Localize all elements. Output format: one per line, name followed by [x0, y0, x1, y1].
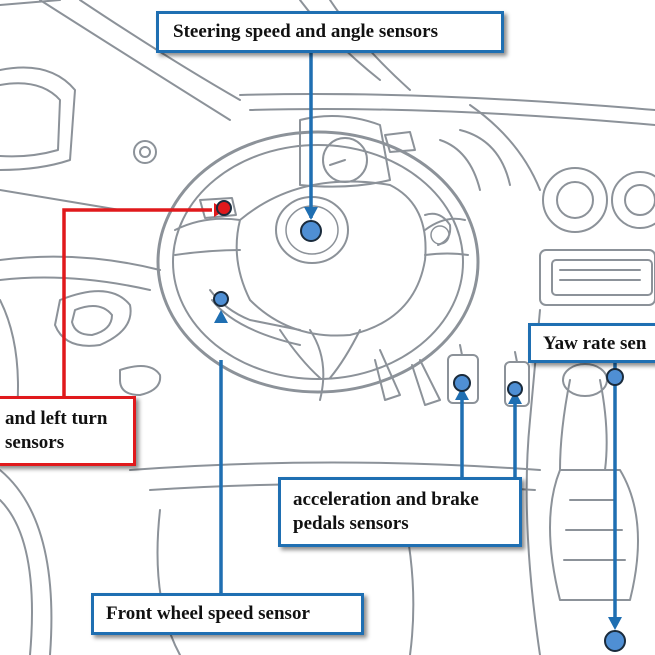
brake-arrowhead: [508, 391, 522, 404]
yaw-arrowhead: [608, 617, 622, 630]
front-wheel-arrowhead: [214, 310, 228, 323]
front-wheel-speed-text: Front wheel speed sensor: [106, 603, 310, 624]
steering-arrowhead: [304, 207, 318, 220]
callout-lines: [62, 52, 617, 625]
yaw-sensor-dot-bottom: [604, 630, 626, 652]
front-wheel-speed-label: Front wheel speed sensor: [91, 593, 364, 635]
turn-sensors-label: and left turn sensors: [0, 396, 136, 466]
steering-sensors-text: Steering speed and angle sensors: [173, 21, 438, 42]
front-wheel-sensor-dot: [213, 291, 229, 307]
steering-sensor-dot: [300, 220, 322, 242]
steering-wheel: [156, 130, 480, 394]
turn-callout-line: [62, 208, 212, 397]
turn-sensors-text-line1: and left turn: [5, 408, 108, 429]
pedals-sensors-text-line2: pedals sensors: [293, 513, 409, 534]
yaw-sensor-dot-top: [606, 368, 624, 386]
pedals-sensors-text-line1: acceleration and brake: [293, 489, 479, 510]
turn-sensor-dot: [216, 200, 232, 216]
accel-pedal-sensor-dot: [453, 374, 471, 392]
pedals-sensors-label: acceleration and brake pedals sensors: [278, 477, 522, 547]
steering-sensors-label: Steering speed and angle sensors: [156, 11, 504, 53]
brake-pedal-sensor-dot: [507, 381, 523, 397]
accel-arrowhead: [455, 387, 469, 400]
callout-arrowheads: [214, 203, 622, 630]
yaw-rate-sensor-label: Yaw rate sen: [528, 323, 655, 363]
yaw-rate-sensor-text: Yaw rate sen: [543, 333, 647, 354]
turn-sensors-text-line2: sensors: [5, 432, 65, 453]
sensor-dots: [213, 200, 626, 652]
